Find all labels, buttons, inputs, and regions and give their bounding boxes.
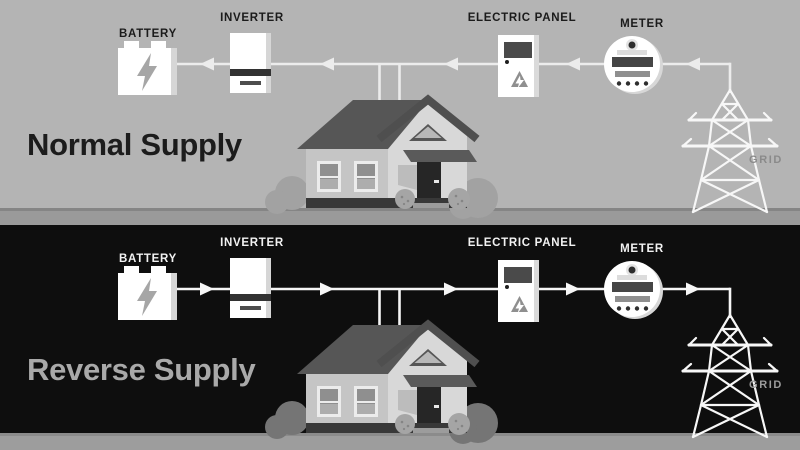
flow-arrow [686, 282, 700, 296]
flow-arrow [200, 282, 214, 296]
flow-arrow [444, 57, 458, 71]
flow-arrow [320, 282, 334, 296]
flow-arrow [566, 57, 580, 71]
grid-tower-icon [681, 313, 779, 439]
house-illustration [265, 319, 498, 444]
battery-label: BATTERY [119, 253, 177, 265]
ground-edge [0, 433, 800, 436]
electric-panel-icon [498, 260, 539, 322]
inverter-label: INVERTER [220, 12, 284, 24]
stone [448, 188, 470, 210]
lightning-bolt-icon [137, 278, 157, 316]
panel-title-normal: Normal Supply [27, 127, 242, 162]
reverse-supply-diagram-host: GRID [0, 225, 800, 450]
grid-label: GRID [749, 379, 783, 391]
ground-strip [0, 436, 800, 450]
stone [448, 413, 470, 435]
electric-panel-icon [498, 35, 539, 97]
awning [403, 150, 477, 162]
house-illustration [265, 94, 498, 219]
panel-title-reverse: Reverse Supply [27, 352, 256, 387]
battery-label: BATTERY [119, 28, 177, 40]
supply-diagram: GRID [0, 237, 800, 450]
meter-icon [604, 261, 663, 319]
electric-panel-label: ELECTRIC PANEL [468, 12, 577, 24]
lightning-bolt-icon [137, 53, 157, 91]
meter-label: METER [620, 243, 664, 255]
grid-label: GRID [749, 154, 783, 166]
reverse-supply-panel: GRID [0, 225, 800, 450]
ground-strip [0, 211, 800, 225]
inverter-icon [230, 258, 271, 318]
awning [403, 375, 477, 387]
battery-icon [118, 41, 177, 95]
electric-panel-label: ELECTRIC PANEL [468, 237, 577, 249]
battery-icon [118, 266, 177, 320]
stone [395, 414, 415, 434]
roof [297, 100, 429, 149]
grid-tower-icon [681, 88, 779, 214]
ground-edge [0, 208, 800, 211]
supply-diagram: GRID [0, 12, 800, 225]
stone [395, 189, 415, 209]
meter-label: METER [620, 18, 664, 30]
flow-arrow [686, 57, 700, 71]
normal-supply-diagram-host: GRID [0, 12, 800, 225]
normal-supply-panel: GRID [0, 0, 800, 225]
flow-arrow [566, 282, 580, 296]
inverter-label: INVERTER [220, 237, 284, 249]
flow-arrow [444, 282, 458, 296]
inverter-icon [230, 33, 271, 93]
roof [297, 325, 429, 374]
flow-arrow [320, 57, 334, 71]
flow-arrow [200, 57, 214, 71]
meter-icon [604, 36, 663, 94]
